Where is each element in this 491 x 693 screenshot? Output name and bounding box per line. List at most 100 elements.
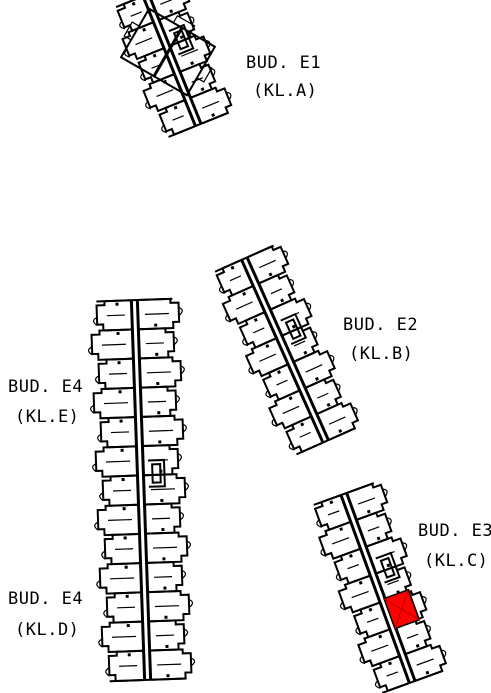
- partition: [299, 431, 311, 438]
- column: [125, 594, 129, 598]
- apartment-unit: [98, 562, 141, 595]
- balcony: [288, 442, 295, 451]
- column: [173, 105, 178, 110]
- apartment-unit: [270, 297, 313, 337]
- balcony: [190, 657, 196, 667]
- balcony: [374, 680, 381, 689]
- column: [120, 448, 124, 452]
- partition: [117, 606, 136, 609]
- partition: [229, 275, 242, 282]
- balcony: [177, 453, 182, 463]
- apartment-unit: [92, 386, 135, 420]
- balcony: [178, 306, 183, 316]
- column: [122, 507, 126, 511]
- column: [131, 1, 136, 6]
- column: [190, 61, 195, 66]
- column: [158, 440, 162, 444]
- balcony: [316, 519, 323, 528]
- end-wall: [96, 297, 173, 303]
- balcony: [189, 16, 195, 25]
- building-e2[interactable]: [206, 242, 363, 458]
- balcony: [181, 569, 187, 579]
- partition: [145, 342, 164, 345]
- column: [155, 352, 159, 356]
- building-e4-section: (KL.E): [15, 407, 79, 427]
- column: [268, 272, 273, 277]
- apartment-unit: [149, 619, 186, 652]
- building-e3-section: (KL.C): [424, 551, 488, 571]
- partition: [181, 48, 199, 57]
- apartment-unit: [103, 532, 140, 566]
- building-e4[interactable]: [87, 297, 196, 683]
- building-e1-name: BUD. E1: [246, 53, 321, 73]
- partition: [202, 100, 220, 109]
- partition: [160, 0, 178, 5]
- partition: [146, 371, 171, 374]
- partition: [155, 605, 180, 608]
- column: [142, 27, 147, 32]
- balcony: [99, 492, 104, 502]
- column: [303, 350, 308, 355]
- apartment-unit: [337, 575, 380, 614]
- column: [126, 624, 130, 628]
- apartment-unit: [105, 591, 142, 624]
- apartment-unit: [405, 643, 448, 682]
- partition: [416, 658, 434, 666]
- partition: [156, 89, 174, 98]
- column: [425, 670, 430, 675]
- partition: [317, 392, 329, 399]
- column: [165, 644, 169, 649]
- partition: [327, 510, 340, 516]
- partition: [115, 548, 134, 551]
- column: [200, 87, 205, 92]
- building-e2-section: (KL.B): [349, 344, 413, 364]
- label-e4-kl-d: BUD. E4 (KL.D): [8, 589, 83, 640]
- partition: [259, 259, 276, 269]
- partition: [357, 497, 376, 505]
- building-e3[interactable]: [305, 480, 451, 693]
- building-e1[interactable]: [107, 0, 236, 140]
- balcony: [282, 250, 288, 259]
- column: [280, 298, 285, 303]
- balcony: [182, 423, 187, 433]
- partition: [387, 579, 399, 586]
- balcony: [186, 540, 192, 550]
- balcony: [183, 628, 189, 638]
- partition: [135, 37, 153, 46]
- apartment-unit: [143, 444, 180, 477]
- balcony: [175, 394, 180, 404]
- corridor-wall: [245, 256, 330, 441]
- balcony: [184, 482, 189, 492]
- building-e4-name: BUD. E4: [8, 377, 83, 397]
- column: [376, 536, 381, 541]
- balcony: [188, 598, 194, 608]
- partition: [276, 379, 288, 386]
- balcony: [180, 365, 185, 375]
- partition: [253, 327, 265, 334]
- balcony: [271, 418, 278, 427]
- column: [121, 477, 125, 482]
- partition: [351, 590, 369, 599]
- balcony: [179, 511, 185, 521]
- balcony: [265, 390, 272, 399]
- column: [277, 370, 281, 375]
- apartment-unit: [150, 648, 193, 681]
- column: [166, 674, 170, 678]
- balcony: [352, 407, 358, 416]
- balcony: [173, 336, 178, 346]
- balcony: [90, 404, 95, 414]
- label-e3: BUD. E3 (KL.C): [418, 521, 491, 571]
- partition: [112, 635, 137, 638]
- partition: [270, 288, 283, 295]
- balcony: [98, 638, 103, 648]
- partition: [153, 546, 178, 549]
- balcony: [218, 285, 225, 294]
- label-e4-kl-e: BUD. E4 (KL.E): [8, 377, 83, 427]
- column: [386, 563, 391, 568]
- balcony: [92, 316, 98, 327]
- partition: [172, 115, 184, 121]
- column: [179, 35, 184, 40]
- partition: [112, 489, 132, 492]
- column: [358, 580, 363, 585]
